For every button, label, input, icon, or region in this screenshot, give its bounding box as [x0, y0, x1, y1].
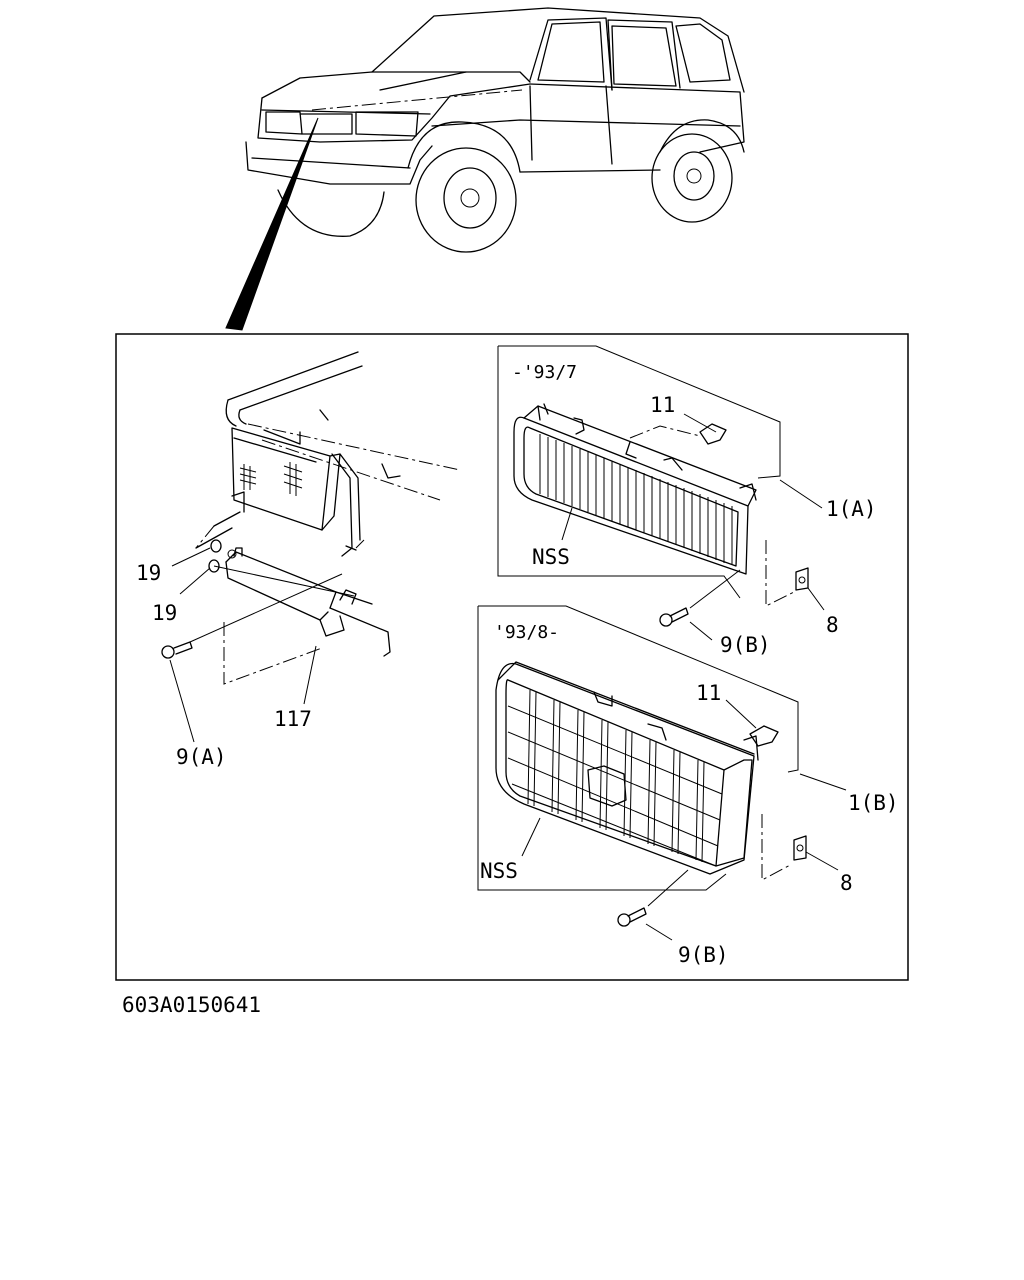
callout-8-late: 8 [840, 871, 853, 895]
variant-label-early: -'93/7 [512, 362, 577, 383]
left-leaders [169, 547, 317, 743]
callout-8-early: 8 [826, 613, 839, 637]
callout-19-upper: 19 [136, 561, 161, 585]
callout-19-lower: 19 [152, 601, 177, 625]
late-grille-grid [507, 689, 723, 867]
callout-nss-early: NSS [532, 545, 570, 569]
callout-9b-late: 9(B) [678, 943, 729, 967]
early-grille-panel [497, 345, 809, 627]
early-leaders [561, 413, 825, 641]
callout-11-early: 11 [650, 393, 675, 417]
early-grille-bars [539, 434, 733, 564]
callout-nss-late: NSS [480, 859, 518, 883]
late-leaders [521, 699, 847, 941]
callout-117: 117 [274, 707, 312, 731]
mounting-area-drawing [161, 351, 461, 685]
callout-1b: 1(B) [848, 791, 899, 815]
late-grille-panel [477, 605, 807, 927]
figure-code: 603A0150641 [122, 993, 261, 1017]
callout-9a: 9(A) [176, 745, 227, 769]
callout-9b-early: 9(B) [720, 633, 771, 657]
callout-1a: 1(A) [826, 497, 877, 521]
variant-label-late: '93/8- [494, 622, 559, 643]
detail-frame [115, 333, 909, 981]
callout-11-late: 11 [696, 681, 721, 705]
vehicle-illustration [225, 7, 745, 331]
